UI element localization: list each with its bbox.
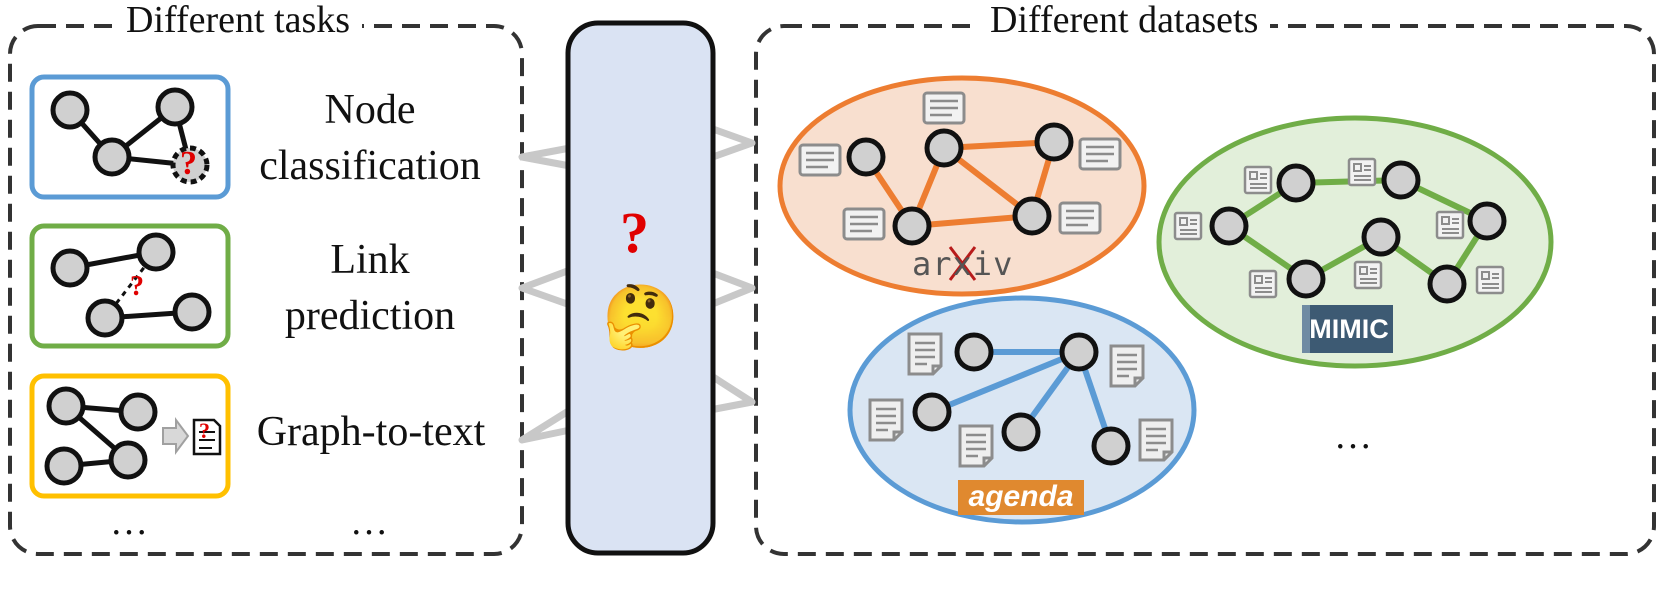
node-question-mark: ?	[180, 145, 197, 182]
model-question-mark: ?	[620, 200, 649, 265]
agenda-logo: agenda	[968, 480, 1074, 513]
node-classification-line2: classification	[259, 143, 481, 189]
arxiv-logo: arxiv	[912, 245, 1014, 283]
arxiv-logo-cross	[948, 246, 977, 281]
agenda-logo-bg	[958, 480, 1084, 515]
thinking-face-icon: 🤔	[602, 284, 680, 352]
datasets-title: Different datasets	[978, 0, 1271, 46]
link-prediction-line1: Link	[330, 237, 410, 283]
link-prediction-label: Link prediction	[244, 232, 496, 344]
graph-to-text-line1: Graph-to-text	[256, 409, 486, 455]
arrows-left	[518, 144, 574, 444]
link-prediction-line2: prediction	[284, 293, 456, 339]
graph-to-text-graph	[47, 389, 222, 483]
tasks-icons-ellipsis: …	[110, 501, 150, 543]
link-question-mark: ?	[130, 271, 144, 302]
mimic-logo: MIMIC	[1309, 314, 1389, 344]
model-box	[565, 20, 716, 556]
arrows-right	[706, 124, 756, 414]
doc-question-mark: ?	[199, 418, 210, 443]
node-classification-graph	[53, 90, 210, 185]
tasks-labels-ellipsis: …	[350, 501, 390, 543]
node-classification-label: Node classification	[244, 82, 496, 194]
node-classification-line1: Node	[324, 87, 416, 133]
link-prediction-graph	[53, 235, 209, 335]
graph-to-text-label: Graph-to-text	[240, 404, 502, 460]
datasets-ellipsis: …	[1334, 415, 1374, 457]
mimic-logo-bg	[1302, 305, 1393, 353]
tasks-title: Different tasks	[114, 0, 363, 46]
